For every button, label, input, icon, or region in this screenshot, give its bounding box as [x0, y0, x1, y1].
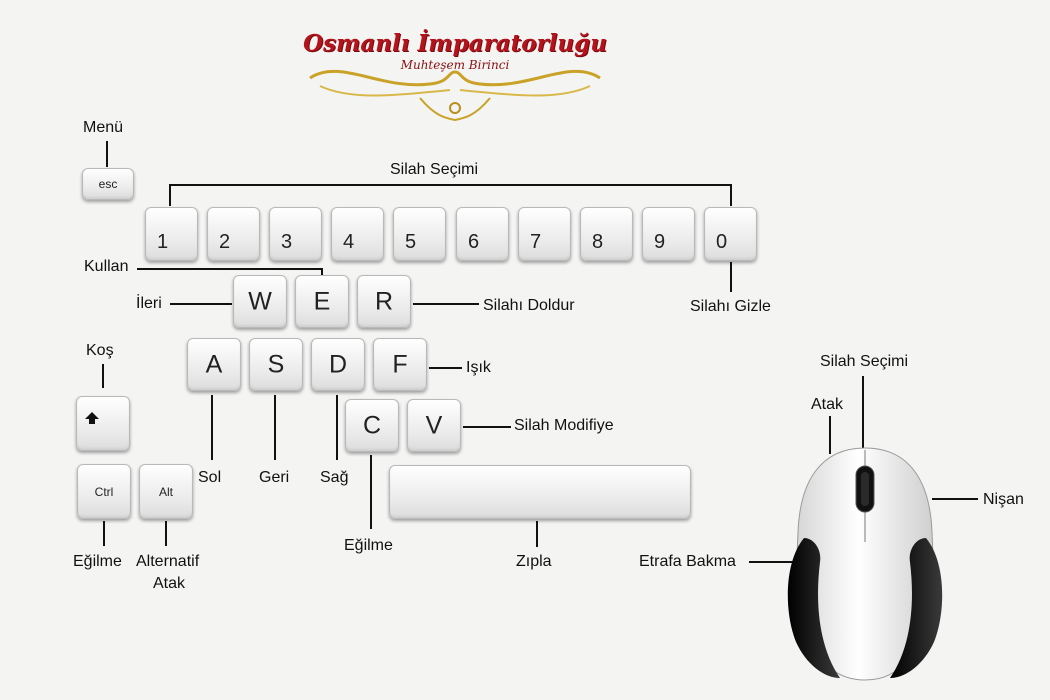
key-1-label: 1 [157, 231, 169, 253]
label-back: Geri [259, 469, 290, 486]
connector-menu [106, 141, 108, 167]
connector-back [274, 395, 276, 460]
key-9[interactable]: 9 [642, 207, 695, 261]
connector-mouse-aim [932, 498, 978, 500]
key-v-label: V [425, 411, 443, 439]
key-3-label: 3 [281, 231, 293, 253]
logo-subtitle: Muhteşem Birinci [400, 58, 510, 72]
key-s-label: S [267, 350, 285, 378]
label-alt-attack-line2: Atak [153, 575, 186, 592]
bracket-left [169, 184, 171, 206]
connector-forward [170, 303, 232, 305]
key-alt-label: Alt [158, 484, 173, 499]
key-8[interactable]: 8 [580, 207, 633, 261]
key-0-label: 0 [716, 231, 728, 253]
label-hide-weapon: Silahı Gizle [690, 298, 771, 315]
connector-mouse-weapon-select [862, 376, 864, 448]
key-f[interactable]: F [373, 338, 427, 391]
key-d-label: D [328, 350, 348, 378]
key-1[interactable]: 1 [145, 207, 198, 261]
key-space[interactable] [389, 465, 691, 519]
label-weapon-select: Silah Seçimi [390, 161, 479, 178]
connector-use-v [321, 268, 323, 275]
key-7[interactable]: 7 [518, 207, 571, 261]
label-mouse-aim: Nişan [983, 491, 1024, 508]
bracket-right [730, 184, 732, 206]
label-light: Işık [466, 359, 491, 376]
key-e[interactable]: E [295, 275, 349, 328]
key-e-label: E [313, 287, 331, 315]
key-5-label: 5 [405, 231, 417, 253]
key-5[interactable]: 5 [393, 207, 446, 261]
label-forward: İleri [136, 295, 162, 312]
connector-hide-weapon [730, 262, 732, 292]
connector-crouch-ctrl [103, 521, 105, 546]
label-run: Koş [86, 342, 114, 359]
key-c[interactable]: C [345, 399, 399, 452]
key-s[interactable]: S [249, 338, 303, 391]
label-weapon-modify: Silah Modifiye [514, 417, 614, 434]
key-8-label: 8 [592, 231, 604, 253]
connector-right [336, 395, 338, 460]
key-6-label: 6 [468, 231, 480, 253]
key-4-label: 4 [343, 231, 355, 253]
key-esc-label: esc [98, 177, 118, 191]
label-left: Sol [198, 469, 222, 486]
key-6[interactable]: 6 [456, 207, 509, 261]
connector-alt-attack [165, 521, 167, 546]
label-mouse-attack: Atak [811, 396, 844, 413]
key-c-label: C [362, 411, 382, 439]
key-a[interactable]: A [187, 338, 241, 391]
label-crouch-c: Eğilme [344, 537, 393, 554]
up-arrow-icon [85, 412, 99, 424]
connector-use-h [137, 268, 323, 270]
connector-run [102, 364, 104, 388]
connector-mouse-attack [829, 416, 831, 454]
key-shift[interactable] [76, 396, 130, 451]
key-d[interactable]: D [311, 338, 365, 391]
label-mouse-weapon-select: Silah Seçimi [820, 353, 909, 370]
key-v[interactable]: V [407, 399, 461, 452]
key-2[interactable]: 2 [207, 207, 260, 261]
label-right: Sağ [320, 469, 349, 486]
key-esc[interactable]: esc [82, 168, 134, 200]
connector-jump [536, 521, 538, 547]
ornament-icon [309, 69, 601, 122]
key-ctrl-label: Ctrl [94, 484, 114, 499]
connector-light [429, 367, 462, 369]
key-0[interactable]: 0 [704, 207, 757, 261]
connector-crouch-c [370, 455, 372, 529]
key-alt[interactable]: Alt [139, 464, 193, 519]
connector-reload [413, 303, 479, 305]
key-w[interactable]: W [233, 275, 287, 328]
key-ctrl[interactable]: Ctrl [77, 464, 131, 519]
key-4[interactable]: 4 [331, 207, 384, 261]
key-7-label: 7 [530, 231, 542, 253]
mouse[interactable] [780, 442, 950, 687]
label-alt-attack-line1: Alternatif [136, 553, 200, 570]
connector-weapon-modify [463, 426, 511, 428]
key-9-label: 9 [654, 231, 666, 253]
connector-mouse-look [749, 561, 799, 563]
label-crouch-ctrl: Eğilme [73, 553, 122, 570]
key-w-label: W [248, 287, 272, 315]
bracket-top [169, 184, 732, 186]
key-r-label: R [374, 287, 394, 315]
key-2-label: 2 [219, 231, 231, 253]
key-r[interactable]: R [357, 275, 411, 328]
label-jump: Zıpla [516, 553, 552, 570]
label-menu: Menü [83, 119, 124, 136]
logo: Osmanlı İmparatorluğu Muhteşem Birinci [300, 28, 610, 128]
label-reload: Silahı Doldur [483, 297, 575, 314]
logo-title: Osmanlı İmparatorluğu [303, 30, 607, 57]
label-mouse-look: Etrafa Bakma [639, 553, 736, 570]
connector-left [211, 395, 213, 460]
label-use: Kullan [84, 258, 129, 275]
key-3[interactable]: 3 [269, 207, 322, 261]
key-a-label: A [205, 350, 223, 378]
key-f-label: F [392, 350, 408, 378]
